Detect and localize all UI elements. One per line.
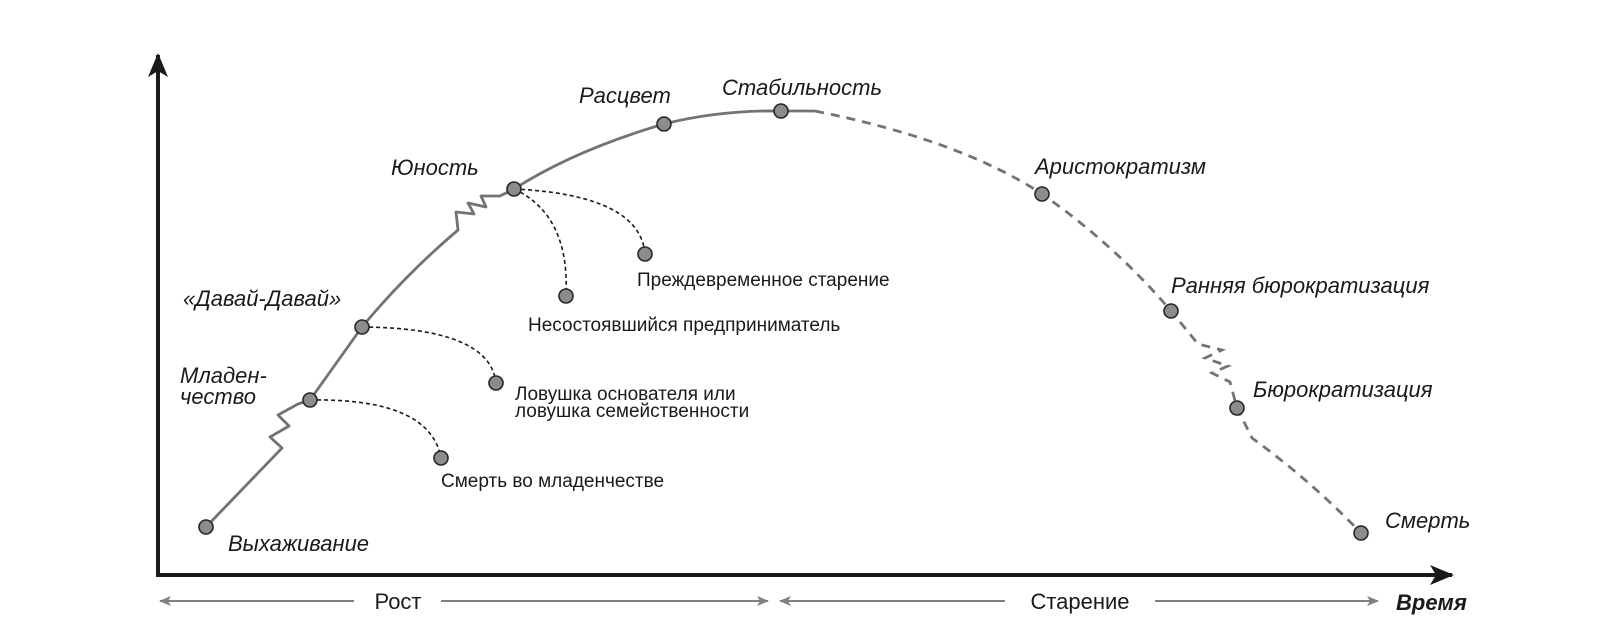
stage-node-bureaucracy — [1229, 400, 1245, 416]
growth-curve — [204, 109, 815, 528]
trap-label-founder-trap: Ловушка основателя или ловушка семействе… — [515, 384, 749, 422]
stage-label-aristocracy: Аристократизм — [1033, 154, 1206, 179]
stage-node-death — [1353, 525, 1369, 541]
stage-node-early-bureaucracy — [1163, 303, 1179, 319]
unfulfilled-entrepreneur-trap-path — [513, 188, 568, 297]
stage-node-adolescence — [506, 181, 522, 197]
stage-node-prime — [656, 116, 672, 132]
aging-curve — [814, 109, 1363, 534]
stage-node-courtship — [198, 519, 214, 535]
stage-label-bureaucracy: Бюрократизация — [1253, 377, 1433, 402]
stage-node-stable — [773, 103, 789, 119]
trap-node-founder-trap — [488, 375, 504, 391]
trap-label-unfulfilled-entrepreneur: Несостоявшийся предприниматель — [528, 315, 840, 336]
trap-node-premature-aging — [637, 246, 653, 262]
infant-mortality-trap-path — [309, 399, 442, 459]
trap-label-infant-mortality: Смерть во младенчестве — [441, 471, 664, 492]
stage-label-courtship: Выхаживание — [228, 531, 369, 556]
stage-node-aristocracy — [1034, 186, 1050, 202]
x-axis-label: Время — [1396, 590, 1467, 615]
stage-label-stable: Стабильность — [722, 75, 882, 100]
aging-phase-label: Старение — [1030, 589, 1129, 614]
stage-node-go-go — [354, 319, 370, 335]
trap-node-unfulfilled-entrepreneur — [558, 288, 574, 304]
stage-label-go-go: «Давай-Давай» — [183, 286, 341, 311]
premature-aging-trap-path — [513, 188, 646, 255]
trap-label-premature-aging: Преждевременное старение — [637, 270, 890, 291]
founder-trap-path — [361, 326, 497, 384]
stage-label-prime: Расцвет — [579, 83, 671, 108]
stage-label-infancy: Младен- чество — [180, 363, 273, 409]
stage-label-adolescence: Юность — [391, 155, 479, 180]
stage-label-early-bureaucracy: Ранняя бюрократизация — [1171, 273, 1430, 298]
stage-node-infancy — [302, 392, 318, 408]
trap-node-infant-mortality — [433, 450, 449, 466]
stage-label-death: Смерть — [1385, 508, 1470, 533]
growth-phase-label: Рост — [374, 589, 421, 614]
